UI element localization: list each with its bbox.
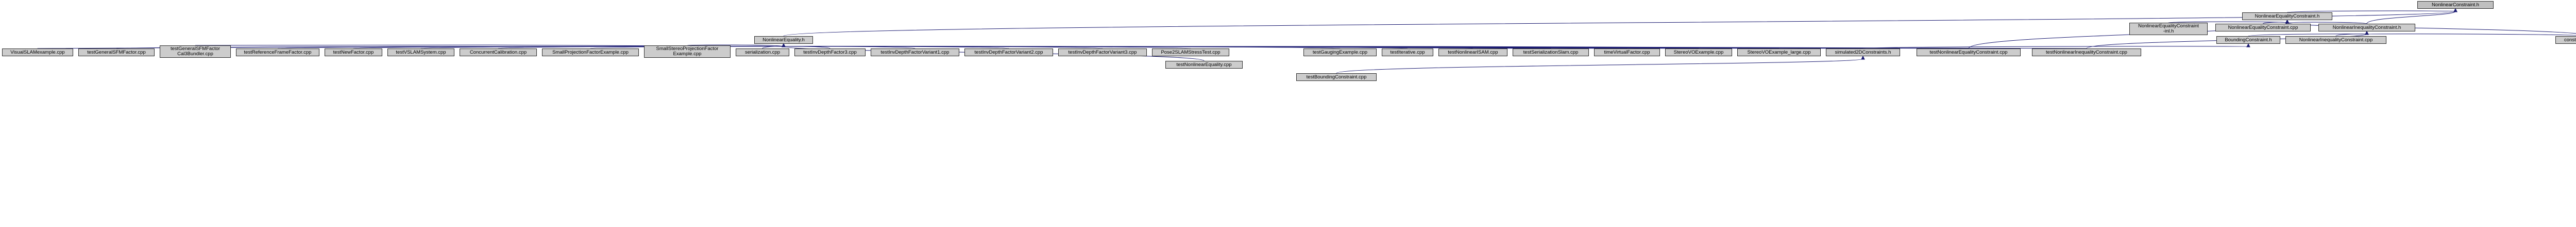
graph-node[interactable]: testGeneralSFMFactor Cal3Bundler.cpp xyxy=(160,45,231,58)
graph-edge-arrowhead xyxy=(782,43,786,47)
graph-node[interactable]: serialization.cpp xyxy=(736,48,789,56)
graph-edge-arrowhead xyxy=(2453,8,2458,12)
graph-node[interactable]: testNonlinearInequalityConstraint.cpp xyxy=(2032,48,2141,56)
graph-node[interactable]: BoundingConstraint.h xyxy=(2216,36,2280,44)
graph-edge-arrowhead xyxy=(2285,19,2290,24)
graph-edge-arrowhead xyxy=(782,43,786,47)
graph-edge-arrowhead xyxy=(782,43,786,47)
graph-node[interactable]: NonlinearEqualityConstraint -inl.h xyxy=(2129,23,2208,35)
graph-edge-arrowhead xyxy=(782,43,786,47)
graph-edge-arrowhead xyxy=(782,43,786,47)
graph-edge-arrowhead xyxy=(2285,19,2290,24)
graph-edge-arrowhead xyxy=(2365,30,2369,35)
graph-node[interactable]: testReferenceFrameFactor.cpp xyxy=(236,48,319,56)
graph-edge-arrowhead xyxy=(782,43,786,47)
graph-edge-arrowhead xyxy=(1861,55,1865,60)
graph-node[interactable]: testNonlinearISAM.cpp xyxy=(1438,48,1507,56)
graph-edge xyxy=(2366,11,2456,24)
graph-edge-arrowhead xyxy=(2285,19,2290,24)
graph-node[interactable]: testNonlinearEquality.cpp xyxy=(1165,61,1243,69)
graph-edge-arrowhead xyxy=(782,43,786,47)
graph-node[interactable]: testBoundingConstraint.cpp xyxy=(1296,73,1377,81)
graph-node[interactable]: NonlinearInequalityConstraint.cpp xyxy=(2285,36,2386,44)
graph-edge-arrowhead xyxy=(782,43,786,47)
graph-node[interactable]: testInvDepthFactorVariant1.cpp xyxy=(871,48,959,56)
graph-node[interactable]: NonlinearEqualityConstraint.cpp xyxy=(2215,24,2311,31)
graph-edge-arrowhead xyxy=(782,43,786,47)
graph-node[interactable]: testSerializationSlam.cpp xyxy=(1513,48,1589,56)
graph-node[interactable]: testInvDepthFactor3.cpp xyxy=(794,48,866,56)
graph-node[interactable]: ConcurrentCalibration.cpp xyxy=(460,48,537,56)
graph-node[interactable]: NonlinearConstraint.h xyxy=(2417,1,2494,9)
graph-edge-arrowhead xyxy=(782,43,786,47)
graph-edge-arrowhead xyxy=(782,43,786,47)
graph-node[interactable]: constrainedExample.h xyxy=(2555,36,2576,44)
graph-node[interactable]: NonlinearInequalityConstraint.h xyxy=(2318,24,2415,31)
graph-node[interactable]: SmallProjectionFactorExample.cpp xyxy=(542,48,639,56)
graph-edge-arrowhead xyxy=(782,43,786,47)
graph-node[interactable]: testGaugingExample.cpp xyxy=(1303,48,1377,56)
graph-node[interactable]: testNonlinearEqualityConstraint.cpp xyxy=(1917,48,2021,56)
graph-edge-arrowhead xyxy=(782,43,786,47)
graph-edge-arrowhead xyxy=(782,43,786,47)
graph-node[interactable]: StereoVOExample.cpp xyxy=(1665,48,1732,56)
graph-edge-arrowhead xyxy=(2285,19,2290,24)
graph-edge-arrowhead xyxy=(782,43,786,47)
graph-node[interactable]: testInvDepthFactorVariant2.cpp xyxy=(964,48,1053,56)
graph-edge-arrowhead xyxy=(2365,30,2369,35)
graph-edge-arrowhead xyxy=(2246,43,2250,47)
graph-node[interactable]: timeVirtualFactor.cpp xyxy=(1594,48,1660,56)
graph-node[interactable]: NonlinearEquality.h xyxy=(754,36,813,44)
graph-edge-arrowhead xyxy=(782,43,786,47)
graph-node[interactable]: Pose2SLAMStressTest.cpp xyxy=(1152,48,1229,56)
graph-node[interactable]: SmallStereoProjectionFactor Example.cpp xyxy=(644,45,731,58)
graph-edge-arrowhead xyxy=(782,43,786,47)
graph-edge-arrowhead xyxy=(782,43,786,47)
graph-node[interactable]: simulated2DConstraints.h xyxy=(1826,48,1900,56)
graph-edge-arrowhead xyxy=(2285,19,2290,24)
graph-edge-arrowhead xyxy=(782,43,786,47)
graph-node[interactable]: VisualSLAMexample.cpp xyxy=(2,48,73,56)
graph-edge-arrowhead xyxy=(782,43,786,47)
graph-edge-arrowhead xyxy=(782,43,786,47)
graph-edge-arrowhead xyxy=(782,43,786,47)
graph-node[interactable]: StereoVOExample_large.cpp xyxy=(1737,48,1821,56)
graph-edge-arrowhead xyxy=(782,43,786,47)
graph-edge-arrowhead xyxy=(782,43,786,47)
graph-node[interactable]: testInvDepthFactorVariant3.cpp xyxy=(1058,48,1147,56)
graph-edge xyxy=(2366,34,2576,36)
graph-node[interactable]: testVSLAMSystem.cpp xyxy=(387,48,454,56)
graph-edge-arrowhead xyxy=(782,43,786,47)
graph-node[interactable]: testNewFactor.cpp xyxy=(325,48,382,56)
graph-edge-arrowhead xyxy=(2453,8,2458,12)
graph-node[interactable]: testGeneralSFMFactor.cpp xyxy=(78,48,155,56)
graph-edge-arrowhead xyxy=(2365,30,2369,35)
graph-edge-arrowhead xyxy=(2365,30,2369,35)
graph-edge-arrowhead xyxy=(782,43,786,47)
graph-node[interactable]: testIterative.cpp xyxy=(1382,48,1433,56)
graph-edge-arrowhead xyxy=(2453,8,2458,12)
graph-edge xyxy=(1336,58,1863,74)
graph-node[interactable]: NonlinearEqualityConstraint.h xyxy=(2242,12,2332,20)
